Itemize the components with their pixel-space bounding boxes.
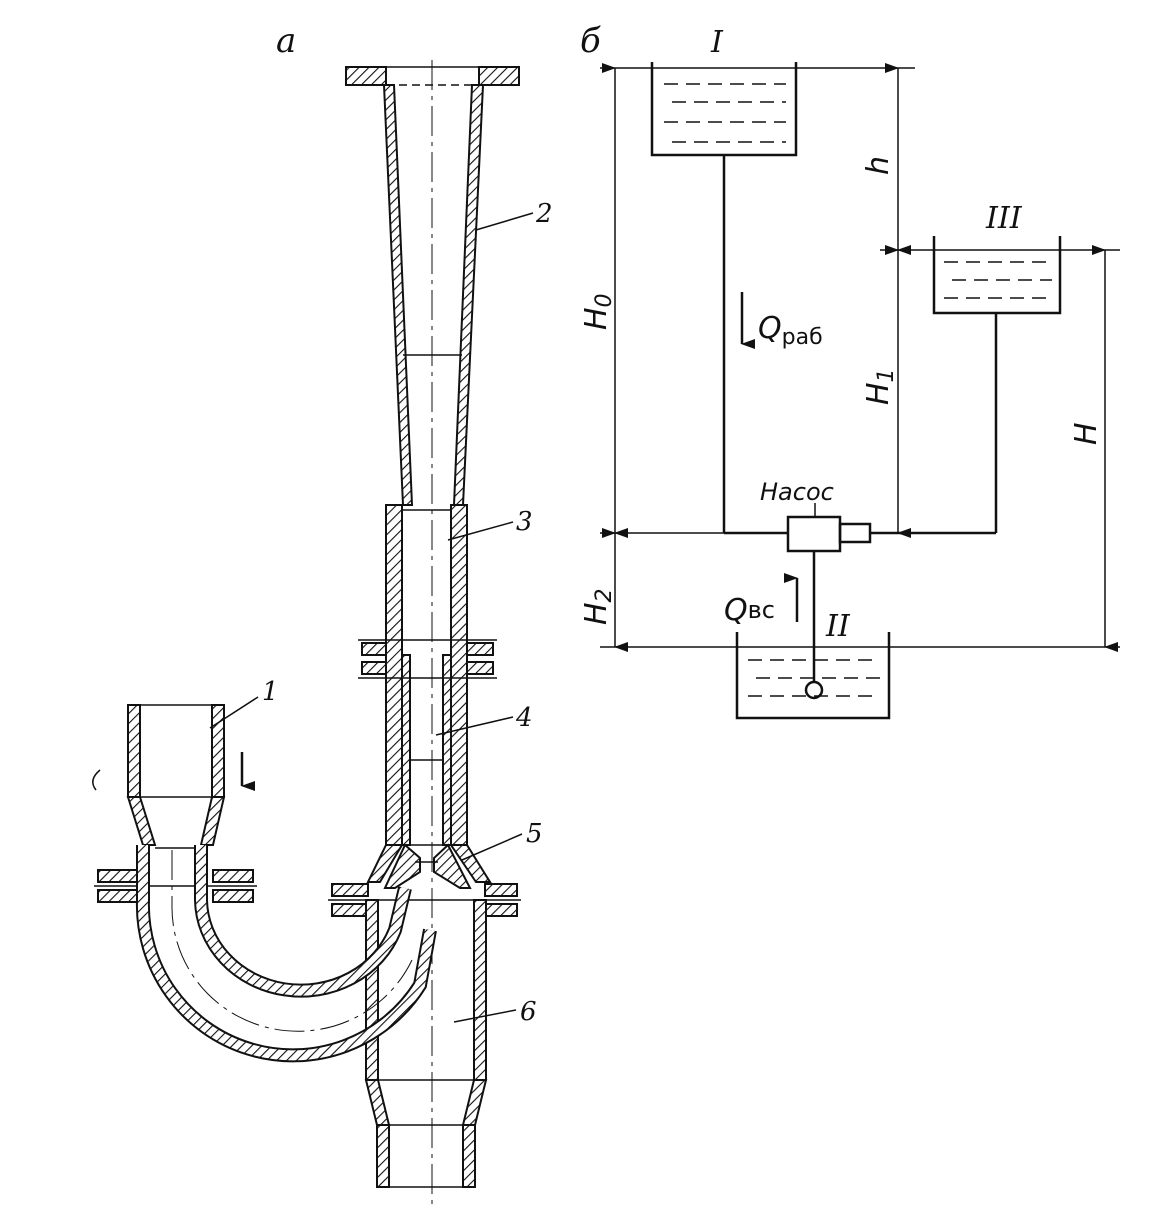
pump-body [786,515,842,553]
tank-ii [735,632,891,720]
nozzle-cone-right-outer [449,844,492,883]
outlet-reducer-right [461,1079,488,1126]
tank-iii-label: III [985,201,1023,236]
tank-iii [932,236,1062,315]
stray-mark [92,769,101,791]
lower-flange-left-top [331,883,369,897]
nozzle-left [383,843,421,889]
leader-5 [461,833,523,861]
part-number-2: 2 [535,199,553,229]
throat-tube-wall-right [442,654,452,846]
panel-a-jet-pump-drawing: а [92,21,553,1210]
u-bend-axis [171,850,413,1032]
outlet-pipe-wall-left [376,1124,390,1188]
mid-flange-right-top [466,642,494,656]
diffuser-wall-left [382,84,414,506]
inlet-pipe-wall-right [211,704,225,798]
inlet-flange-right-bottom [212,889,254,903]
part-number-6: 6 [520,997,537,1027]
u-bend-outer-wall-hatch [137,845,435,1061]
pump-outlet [838,522,872,544]
leader-4 [435,716,514,736]
leader-3 [447,521,514,541]
top-flange-right [478,66,520,86]
flow-work-label: Qраб [758,311,823,350]
panel-b-letter: б [580,21,601,61]
diffuser-wall-right [452,84,485,506]
mixing-chamber-wall-right [450,504,468,846]
part-number-1: 1 [262,677,279,707]
flow-suction-subscript: вс [748,596,775,624]
dim-h1-subscript: 1 [874,368,899,382]
tank-i [650,62,798,157]
inlet-flange-right-top [212,869,254,883]
dim-label-h2: H2 [579,588,617,625]
pump-label: Насос [760,478,834,506]
throat-tube-wall-left [401,654,411,846]
part-number-3: 3 [516,507,533,537]
dim-label-h-total: H [1069,422,1104,445]
leader-2 [475,212,534,231]
dim-h2-symbol: H [579,602,614,625]
part-number-5: 5 [526,819,543,849]
flow-suction-symbol: Q [724,593,748,628]
panel-a-letter: а [276,21,296,61]
inlet-reducer-left [126,796,157,846]
suction-chamber-wall-left [365,899,379,1081]
tank-ii-label: II [825,609,851,644]
inlet-pipe-wall-left [127,704,141,798]
dim-h0-subscript: 0 [592,293,617,307]
dim-h1-symbol: H [861,382,896,405]
nozzle-right [433,843,472,889]
lower-flange-left-bottom [331,903,369,917]
suction-chamber-wall-right [473,899,487,1081]
inlet-reducer-right [199,796,226,846]
flow-work-symbol: Q [758,311,782,346]
part-number-4: 4 [515,703,533,733]
dim-h0-symbol: H [579,307,614,330]
suction-strainer [804,680,824,700]
dim-h2-subscript: 2 [592,588,617,602]
nozzle-cone-left-outer [366,844,404,883]
top-flange-left [345,66,387,86]
panel-b-system-schematic: б I Qраб III Насос Qвс [579,21,1120,720]
dim-label-h: h [861,156,896,175]
flow-suction-label: Qвс [724,593,775,628]
leader-6 [453,1009,517,1023]
lower-flange-right-top [484,883,518,897]
leader-1 [209,696,259,729]
dim-label-h0: H0 [579,293,617,330]
dim-label-h1: H1 [861,368,899,405]
mid-flange-right-bottom [466,661,494,675]
flow-work-subscript: раб [782,325,823,350]
u-bend-inner-wall-hatch [196,845,410,996]
mixing-chamber-wall-left [385,504,403,846]
lower-flange-right-bottom [484,903,518,917]
tank-i-label: I [710,25,724,60]
mid-flange-left-bottom [361,661,387,675]
outlet-reducer-left [364,1079,391,1126]
outlet-pipe-wall-right [462,1124,476,1188]
mid-flange-left-top [361,642,387,656]
